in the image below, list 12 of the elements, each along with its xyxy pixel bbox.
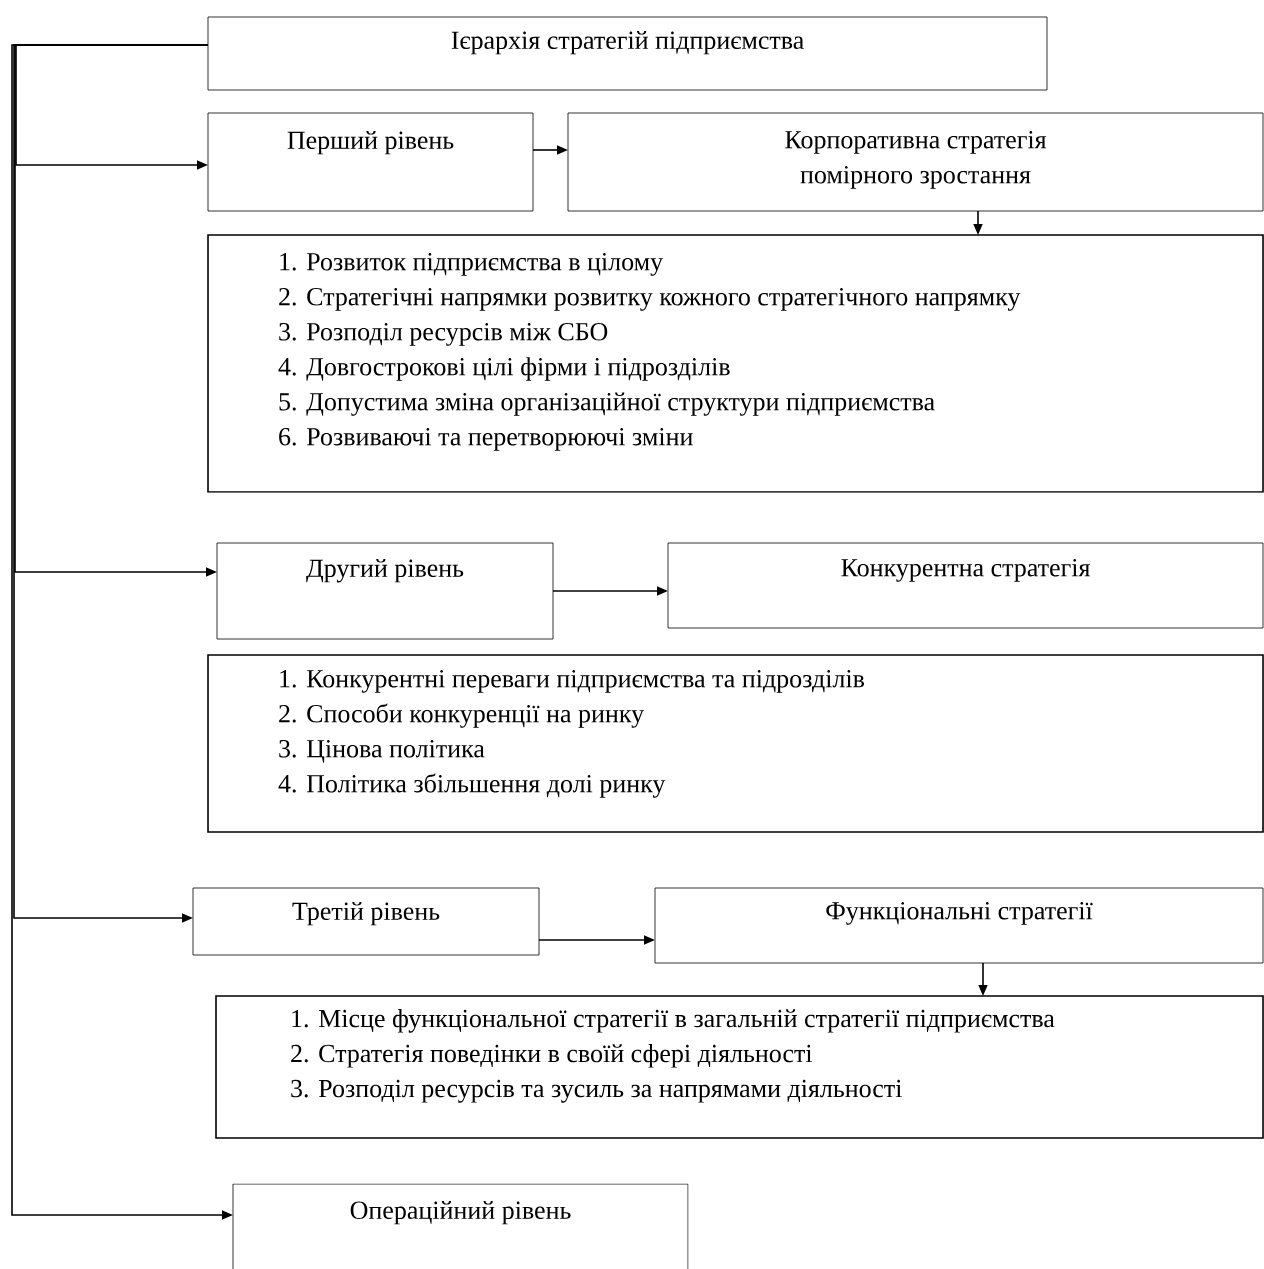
title-box: Ієрархія стратегій підприємства [207, 16, 1048, 91]
level-box: Перший рівень [207, 112, 534, 212]
strategy-box: Конкурентна стратегія [667, 542, 1264, 629]
strategy-box: Функціональні стратегії [654, 887, 1264, 964]
arrow [15, 44, 209, 170]
level-box: Операційний рівень [232, 1183, 689, 1269]
list-box: 1. Конкурентні переваги підприємства та підрозділів 2. Способи конкуренції на ринку 3. Цінова політика 4. Політика збільшення долі ринку [207, 654, 1264, 833]
list-box: 1. Місце функціональної стратегії в загальній стратегії підприємства 2. Стратегія поведінки в своїй сфері діяльності 3. Розподіл ресурсів та зусиль за напрямами діяльності [215, 995, 1264, 1139]
level-box: Третій рівень [192, 887, 540, 956]
list-box: 1. Розвиток підприємства в цілому 2. Стратегічні напрямки розвитку кожного стратегічного напрямку 3. Розподіл ресурсів між СБО 4. Довгострокові цілі фірми і підрозділів 5. Допустима зміна організаційної структури підприємства 6. Розвиваючі та перетворюючі зміни [207, 234, 1264, 493]
strategy-box: Корпоративна стратегія помірного зростання [567, 112, 1264, 212]
level-box: Другий рівень [216, 542, 554, 640]
